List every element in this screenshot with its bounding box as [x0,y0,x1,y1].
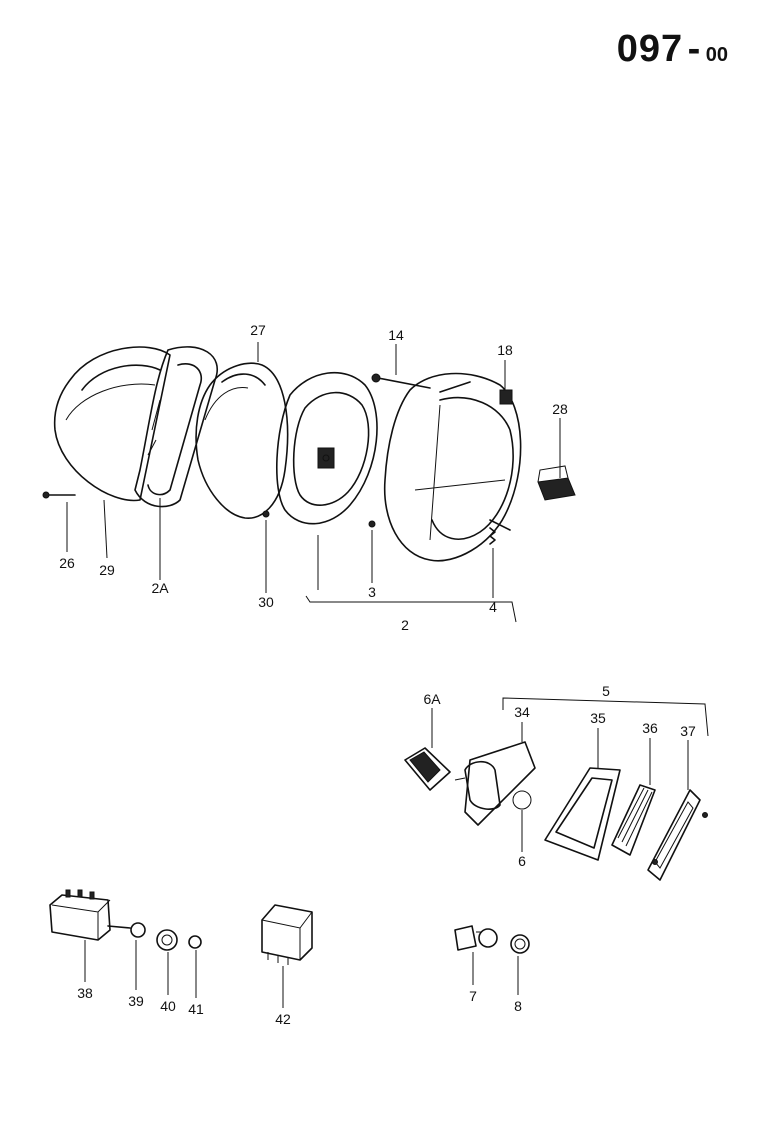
callout-5: 5 [602,683,610,699]
part-4-spring [489,527,496,545]
part-8-ring [510,934,530,954]
part-6A-socket [404,747,451,791]
page-number-separator: - [687,28,702,70]
callout-28: 28 [552,401,568,417]
callout-41: 41 [188,1001,204,1017]
part-7-switch [454,925,498,951]
callout-2A: 2A [151,580,169,596]
part-28-connector-block [537,465,576,501]
part-14-adjusting-screw [371,373,431,389]
part-2A-trim-ring [134,346,218,508]
callout-30: 30 [258,594,274,610]
part-3-screw [368,520,376,528]
callout-18: 18 [497,342,513,358]
callout-34: 34 [514,704,530,720]
part-40-nut [156,929,178,951]
callout-42: 42 [275,1011,291,1027]
leader-lines-headlamp [66,342,561,623]
callout-4: 4 [489,599,497,615]
part-36-lens [611,784,656,856]
callout-27: 27 [250,322,266,338]
part-retaining-ring [275,371,378,525]
callout-6: 6 [518,853,526,869]
callout-39: 39 [128,993,144,1009]
part-37-frame [647,789,708,881]
callout-37: 37 [680,723,696,739]
callout-8: 8 [514,998,522,1014]
part-30-screw [262,510,270,518]
part-42-relay [261,904,313,965]
part-35-gasket [544,767,621,861]
part-mounting-bowl [383,372,522,562]
leader-lines-bottom [84,940,519,1008]
callout-6A: 6A [423,691,441,707]
callout-2: 2 [401,617,409,633]
callout-7: 7 [469,988,477,1004]
callout-14: 14 [388,327,404,343]
part-41-washer [188,935,202,949]
callout-labels: 26 29 2A 27 30 14 3 2 18 4 28 6A 5 34 35… [59,322,696,1027]
callout-26: 26 [59,555,75,571]
page-number: 097 - 00 [617,28,728,71]
page-number-sub: 00 [705,44,728,66]
part-39-bolt [107,922,146,938]
part-26-screw [42,491,76,499]
part-18-clip [499,389,513,405]
part-38-relay-block [49,889,111,941]
callout-35: 35 [590,710,606,726]
callout-36: 36 [642,720,658,736]
callout-3: 3 [368,584,376,600]
part-34-lamp-body [454,741,536,826]
leader-lines-marker [431,708,689,852]
headlamp-housing [53,346,171,502]
part-27-sealed-beam [195,362,289,519]
callout-29: 29 [99,562,115,578]
callout-40: 40 [160,998,176,1014]
callout-38: 38 [77,985,93,1001]
page-number-main: 097 [616,28,684,70]
bracket-5 [502,697,709,737]
